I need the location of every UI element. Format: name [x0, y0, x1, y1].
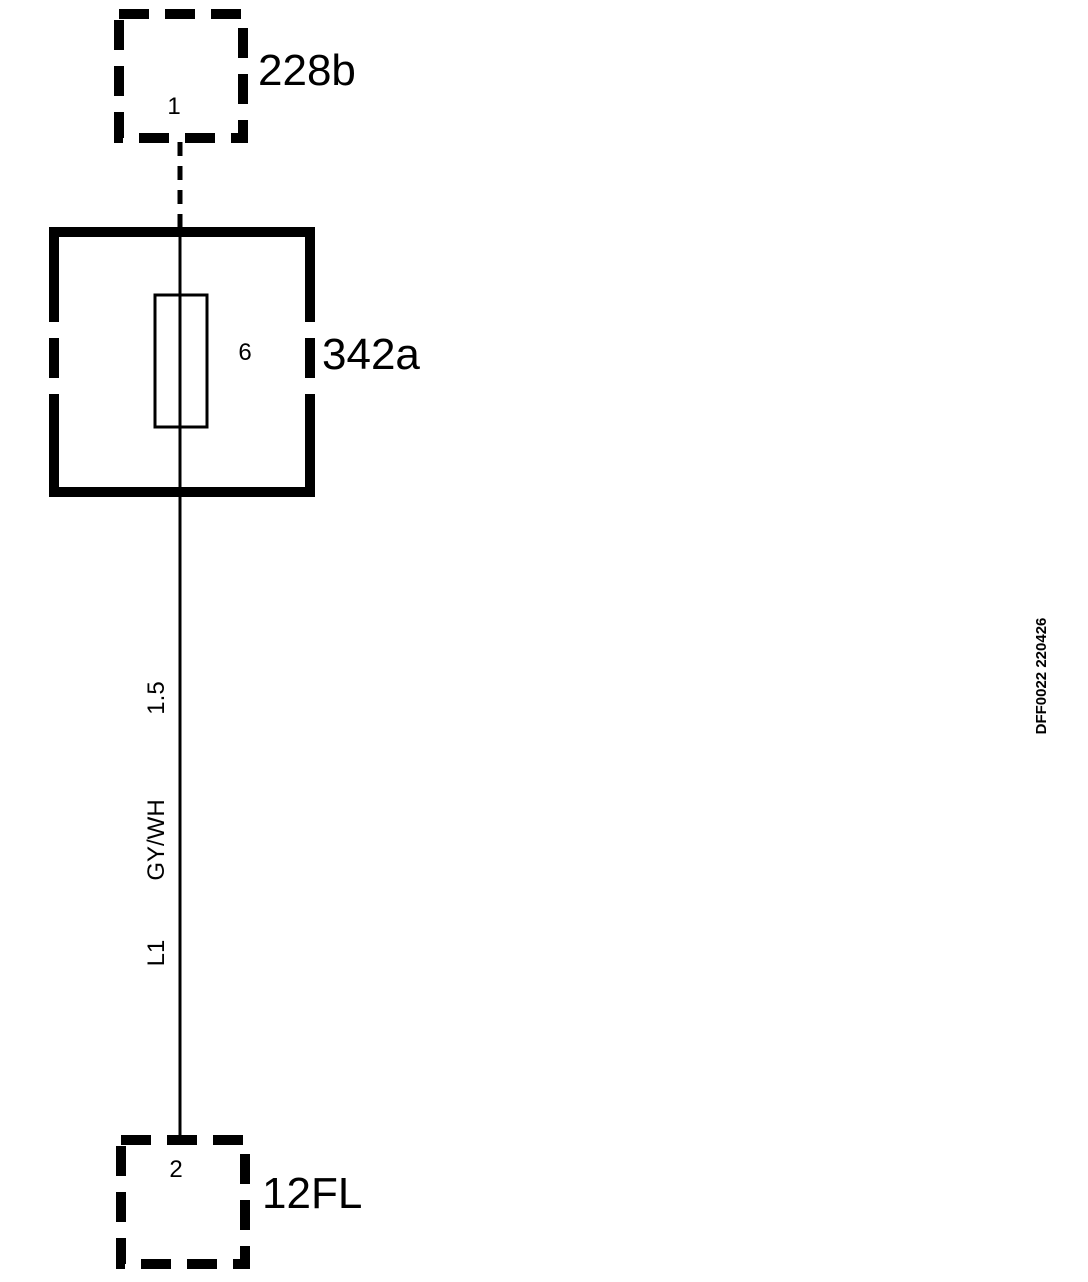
connector-12fl-label: 12FL: [262, 1169, 362, 1218]
connector-228b-outline: [114, 9, 248, 143]
wire-color-label: GY/WH: [143, 799, 170, 880]
fuse-box-label: 342a: [322, 330, 420, 379]
wire-size-label: 1.5: [143, 681, 170, 714]
connector-228b[interactable]: 1 228b: [114, 9, 356, 143]
wire-circuit-label: L1: [143, 940, 170, 967]
connector-228b-pin-label: 1: [167, 93, 180, 120]
connector-228b-label: 228b: [258, 46, 356, 95]
drawing-reference: DFF0022 220426: [1033, 618, 1050, 735]
fuse-box-342a[interactable]: 6 342a: [49, 227, 420, 497]
connector-12fl[interactable]: 2 12FL: [116, 1135, 362, 1269]
fuse-number-label: 6: [238, 339, 251, 366]
connector-12fl-pin-label: 2: [169, 1156, 182, 1183]
connector-12fl-outline: [116, 1135, 250, 1269]
